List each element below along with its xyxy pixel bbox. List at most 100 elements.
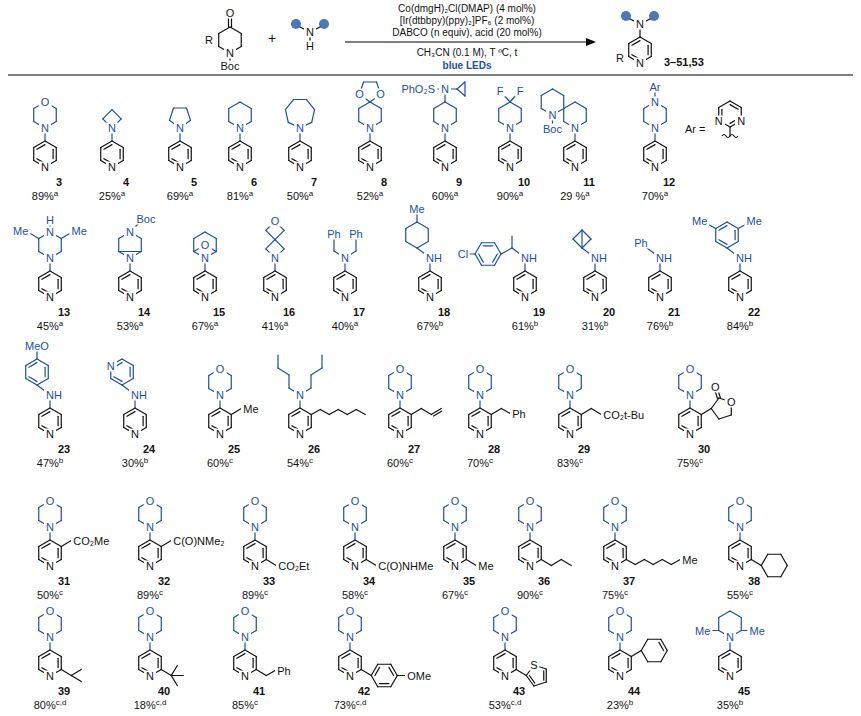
compound-number: 14 bbox=[138, 307, 150, 318]
bond-line bbox=[437, 145, 445, 150]
reagent-text: blue LEDs bbox=[443, 61, 492, 71]
bond-line bbox=[180, 141, 191, 148]
compound-number: 37 bbox=[623, 576, 635, 587]
yield-group: 89%c bbox=[242, 590, 268, 601]
bond-line bbox=[392, 412, 400, 417]
bond-line bbox=[161, 657, 162, 670]
yield-group: 54%c bbox=[287, 458, 313, 469]
compound-number: 7 bbox=[311, 177, 317, 188]
yield-footnote: c bbox=[59, 588, 63, 597]
atom-label: N bbox=[344, 632, 356, 643]
yield-footnote: a bbox=[379, 189, 383, 198]
bond-line bbox=[216, 278, 217, 291]
bond-line bbox=[275, 271, 286, 278]
bond-line bbox=[628, 658, 629, 667]
yield-footnote: c bbox=[539, 588, 543, 597]
bond-line bbox=[312, 110, 315, 123]
bond-line bbox=[61, 508, 62, 521]
bond-line bbox=[161, 541, 171, 547]
atom-label: N bbox=[174, 123, 186, 134]
bond-line bbox=[275, 230, 284, 239]
bond-line bbox=[466, 508, 467, 521]
bond-line bbox=[411, 409, 421, 415]
atom-label: N bbox=[474, 429, 486, 440]
atom-label: N bbox=[524, 561, 536, 572]
bond-line bbox=[716, 242, 727, 249]
bond-line bbox=[608, 657, 609, 670]
atom-label: N bbox=[634, 19, 646, 30]
bond-line bbox=[711, 409, 719, 420]
bond-line bbox=[122, 275, 130, 280]
yield-footnote: a bbox=[284, 319, 288, 328]
bond-line bbox=[358, 148, 359, 161]
bond-line bbox=[666, 148, 667, 161]
bond-line bbox=[58, 416, 59, 425]
compound-number: 36 bbox=[538, 576, 550, 587]
bond-line bbox=[730, 611, 741, 618]
bond-line bbox=[135, 408, 146, 415]
bond-line bbox=[668, 279, 669, 288]
bond-line bbox=[39, 650, 50, 657]
yield-footnote: b bbox=[144, 456, 148, 465]
bond-line bbox=[161, 670, 171, 676]
yield: 90% bbox=[497, 190, 519, 202]
atom-label: N bbox=[364, 162, 376, 173]
yield-footnote: c,d bbox=[156, 698, 167, 707]
bond-line bbox=[511, 236, 512, 248]
bond-line bbox=[406, 222, 417, 229]
bond-line bbox=[738, 229, 739, 242]
yield-footnote: b bbox=[669, 319, 673, 328]
atom-label: O bbox=[374, 89, 387, 100]
yield-group: 52%a bbox=[357, 191, 383, 202]
atom-label: N bbox=[144, 522, 156, 533]
yield-group: 40%a bbox=[332, 321, 358, 332]
reagent-text: Co(dmgH)₂Cl(DMAP) (4 mol%) bbox=[398, 4, 536, 14]
yield-footnote: a bbox=[121, 189, 125, 198]
bond-line bbox=[498, 109, 499, 122]
atom-label: Ph bbox=[347, 229, 364, 240]
atom-label: O bbox=[344, 606, 357, 617]
atom-label: O bbox=[709, 381, 722, 392]
bond-line bbox=[333, 239, 334, 251]
reaction-arrow bbox=[345, 41, 588, 42]
atom-label: N bbox=[234, 123, 246, 134]
compound-number: 3 bbox=[56, 177, 62, 188]
compound-number: 31 bbox=[58, 576, 70, 587]
bond-line bbox=[38, 239, 39, 252]
yield-group: 60%c bbox=[387, 458, 413, 469]
bond-line bbox=[292, 145, 300, 150]
bond-line bbox=[172, 145, 180, 150]
bond-line bbox=[466, 547, 467, 560]
reagent-text: [Ir(dtbbpy)(ppy)₂]PF₆ (2 mol%) bbox=[400, 16, 535, 26]
bond-squiggle bbox=[722, 135, 738, 138]
compound-number: 35 bbox=[463, 576, 475, 587]
atom-label: N bbox=[174, 162, 186, 173]
bond-line bbox=[193, 239, 194, 252]
atom-label: N bbox=[499, 632, 511, 643]
yield-footnote: b bbox=[629, 698, 633, 707]
bond-line bbox=[220, 408, 231, 415]
yield: 61% bbox=[512, 320, 534, 332]
yield-group: 53%a bbox=[117, 321, 143, 332]
bond-line bbox=[229, 102, 240, 109]
bond-line bbox=[488, 416, 489, 425]
bond-line bbox=[50, 408, 61, 415]
yield: 55% bbox=[727, 589, 749, 601]
bond-line bbox=[264, 271, 275, 278]
yield: 25% bbox=[99, 190, 121, 202]
bond-line bbox=[483, 245, 492, 246]
atom-label: N bbox=[129, 429, 141, 440]
bond-line bbox=[466, 560, 476, 566]
bond-line bbox=[133, 366, 134, 379]
bond-line bbox=[308, 416, 309, 425]
yield-footnote: a bbox=[59, 319, 63, 328]
yield-footnote: c bbox=[159, 588, 163, 597]
bond-line bbox=[575, 102, 586, 109]
atom-label: N bbox=[654, 292, 666, 303]
bond-line bbox=[36, 351, 37, 359]
yield: 75% bbox=[602, 589, 624, 601]
bond-line bbox=[197, 275, 205, 280]
atom-label: N bbox=[449, 561, 461, 572]
bond-line bbox=[266, 547, 267, 560]
atom-label: N bbox=[44, 671, 56, 682]
